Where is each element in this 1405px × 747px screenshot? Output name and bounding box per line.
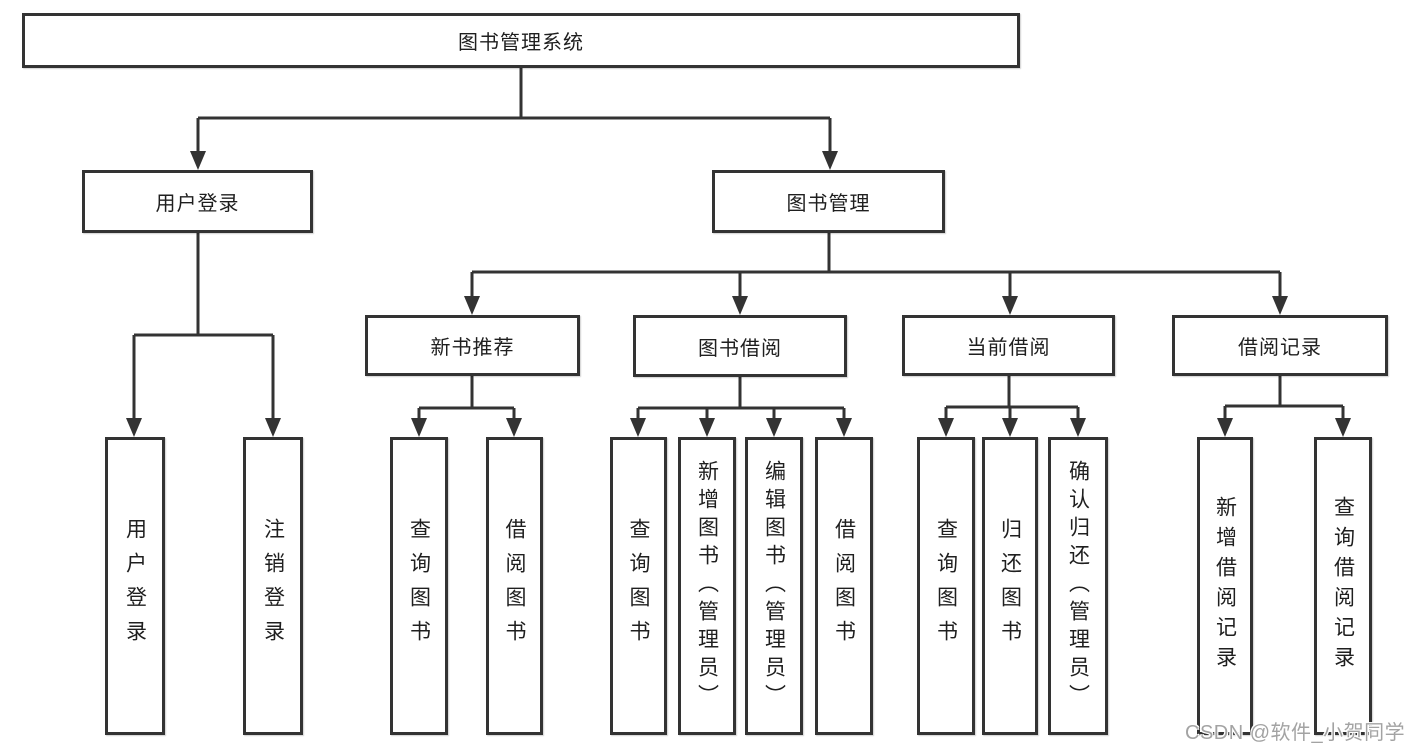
- leaf-query-books-borrow: 查询图书: [610, 437, 667, 735]
- leaf-borrow-books-recommend: 借阅图书: [486, 437, 543, 735]
- node-label: 用户登录: [155, 193, 240, 215]
- leaf-label: 查询图书: [934, 518, 958, 654]
- node-label: 借阅记录: [1238, 337, 1322, 359]
- leaf-edit-book-admin: 编辑图书（管理员）: [745, 437, 803, 735]
- node-book-borrowing: 图书借阅: [633, 315, 847, 377]
- node-label: 新书推荐: [430, 337, 515, 359]
- leaf-confirm-return-admin: 确认归还（管理员）: [1048, 437, 1108, 735]
- node-label: 当前借阅: [966, 337, 1051, 359]
- leaf-label: 查询借阅记录: [1331, 496, 1355, 676]
- node-label: 图书管理: [786, 193, 871, 215]
- node-current-borrowing: 当前借阅: [902, 315, 1115, 376]
- node-new-book-recommendation: 新书推荐: [365, 315, 580, 376]
- node-label: 图书借阅: [698, 337, 782, 360]
- node-borrowing-records: 借阅记录: [1172, 315, 1388, 376]
- leaf-label: 借阅图书: [832, 518, 856, 654]
- leaf-query-books-current: 查询图书: [917, 437, 975, 735]
- leaf-query-books-recommend: 查询图书: [390, 437, 448, 735]
- node-label: 图书管理系统: [458, 32, 584, 54]
- leaf-label: 查询图书: [407, 518, 431, 654]
- leaf-label: 新增借阅记录: [1213, 496, 1237, 676]
- leaf-logout: 注销登录: [243, 437, 303, 735]
- leaf-label: 注销登录: [261, 518, 285, 654]
- leaf-label: 借阅图书: [503, 518, 526, 654]
- node-book-management: 图书管理: [712, 170, 945, 233]
- leaf-return-book: 归还图书: [982, 437, 1038, 735]
- node-user-login: 用户登录: [82, 170, 313, 233]
- leaf-label: 用户登录: [123, 518, 147, 654]
- leaf-label: 新增图书（管理员）: [695, 460, 719, 712]
- watermark: CSDN @软件_小贺同学: [1185, 722, 1405, 744]
- leaf-add-book-admin: 新增图书（管理员）: [678, 437, 736, 735]
- leaf-label: 确认归还（管理员）: [1066, 460, 1090, 712]
- leaf-label: 编辑图书（管理员）: [762, 460, 786, 712]
- leaf-add-borrow-record: 新增借阅记录: [1197, 437, 1253, 735]
- leaf-user-login: 用户登录: [105, 437, 165, 735]
- leaf-borrow-books: 借阅图书: [815, 437, 873, 735]
- node-library-management-system: 图书管理系统: [22, 13, 1020, 68]
- leaf-query-borrow-record: 查询借阅记录: [1314, 437, 1372, 735]
- arrowheads: [126, 151, 1351, 437]
- leaf-label: 查询图书: [627, 518, 650, 654]
- leaf-label: 归还图书: [998, 518, 1022, 654]
